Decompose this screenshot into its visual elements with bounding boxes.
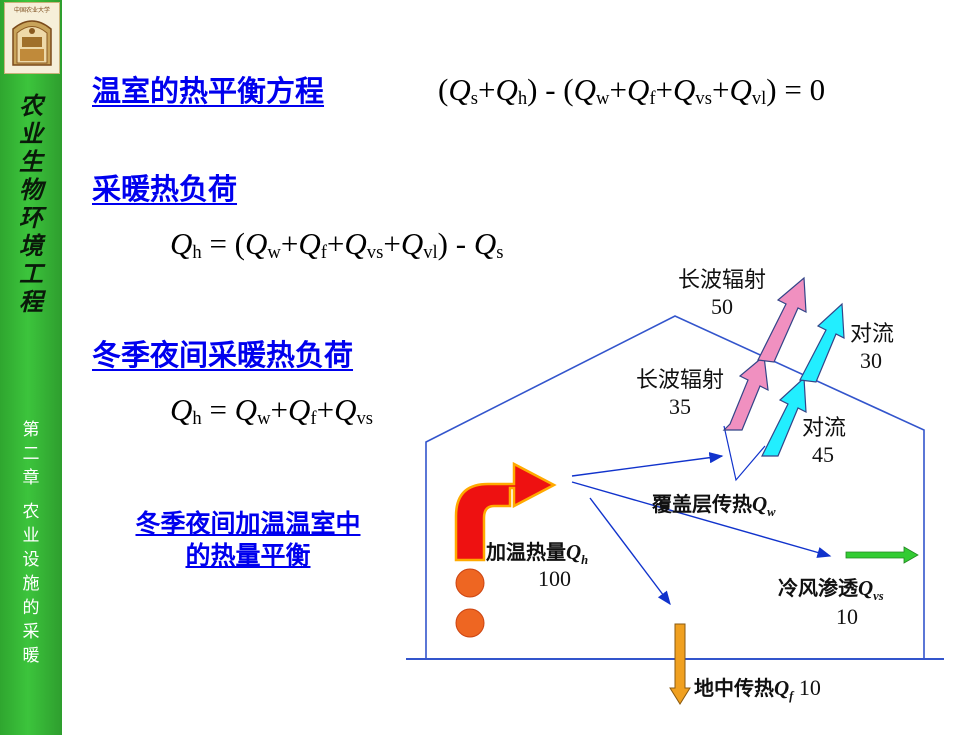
chapter-title-char: 农: [22, 502, 40, 522]
ground-heat-value: 10: [798, 675, 821, 700]
convection-outer-value: 30: [860, 348, 882, 373]
chapter-title-char: 设: [22, 550, 40, 570]
chapter-title-char: 的: [22, 598, 40, 618]
heat-balance-heading: 温室的热平衡方程: [92, 74, 325, 108]
course-title-char: 生: [19, 147, 43, 176]
heat-balance-equation: (Qs+Qh) - (Qw+Qf+Qvs+Qvl) = 0: [438, 72, 826, 110]
winter-night-equation: Qh = Qw+Qf+Qvs: [170, 392, 373, 430]
heating-load-heading: 采暖热负荷: [92, 172, 238, 206]
chapter-title-char: 采: [22, 622, 40, 642]
ground-heat-arrow: [669, 623, 691, 705]
flow-line-to-cover: [571, 452, 724, 477]
greenhouse-balance-heading-line2: 的热量平衡: [185, 541, 311, 570]
course-title-char: 农: [19, 91, 43, 120]
heating-load-equation: Qh = (Qw+Qf+Qvs+Qvl) - Qs: [170, 226, 504, 264]
chapter-title-char: 章: [22, 468, 40, 488]
chapter-title-vertical: 第二章农业设施的采暖: [16, 418, 46, 668]
course-title-vertical: 农业生物环境工程: [9, 92, 53, 316]
university-logo: 中国农业大学: [4, 2, 60, 74]
course-title-char: 境: [19, 231, 43, 260]
convection-outer-label: 对流: [850, 322, 895, 347]
infiltration-arrow: [845, 546, 919, 564]
cover-heat-transfer-label: 覆盖层传热Qw: [652, 492, 776, 520]
infiltration-label: 冷风渗透Qvs: [778, 576, 884, 604]
chapter-title-char: 第: [22, 420, 40, 440]
course-title-char: 工: [19, 259, 43, 288]
flow-line-to-ground: [589, 497, 671, 606]
convection-inner-label: 对流: [802, 416, 847, 441]
course-title-char: 环: [19, 203, 43, 232]
longwave-outer-value: 50: [711, 294, 733, 319]
course-title-char: 物: [19, 175, 43, 204]
heating-arrow: [454, 461, 557, 562]
longwave-inner-label: 长波辐射: [635, 368, 724, 393]
chapter-title-char: 业: [22, 526, 40, 546]
longwave-inner-value: 35: [669, 394, 691, 419]
greenhouse-balance-heading-line1: 冬季夜间加温温室中: [135, 509, 361, 538]
convection-inner-value: 45: [812, 442, 834, 467]
greenhouse-outline: [425, 315, 925, 658]
sidebar: 中国农业大学 农业生物环境工程 第二章农业设施的采暖: [0, 0, 62, 735]
longwave-outer-arrow: [757, 276, 807, 363]
chapter-title-char: 施: [22, 574, 40, 594]
convection-inner-arrow: [761, 376, 807, 457]
longwave-outer-label: 长波辐射: [677, 268, 766, 293]
heating-heat-label: 加温热量Qh: [486, 540, 589, 568]
greenhouse-balance-heading: 冬季夜间加温温室中 的热量平衡: [98, 508, 398, 572]
heater-ball-upper: [455, 568, 485, 598]
cover-split-lines: [723, 425, 766, 482]
course-title-char: 程: [19, 287, 43, 316]
winter-night-heading: 冬季夜间采暖热负荷: [92, 338, 354, 372]
convection-outer-arrow: [799, 302, 845, 383]
chapter-title-char: 二: [22, 444, 40, 464]
heating-heat-value: 100: [538, 566, 571, 591]
infiltration-value: 10: [836, 604, 858, 629]
svg-text:中国农业大学: 中国农业大学: [14, 6, 50, 14]
heater-ball-lower: [455, 608, 485, 638]
course-title-char: 业: [19, 119, 43, 148]
ground-heat-label: 地中传热Qf 10: [694, 675, 821, 704]
flow-line-to-infiltration: [571, 481, 832, 558]
chapter-title-char: 暖: [22, 646, 40, 666]
